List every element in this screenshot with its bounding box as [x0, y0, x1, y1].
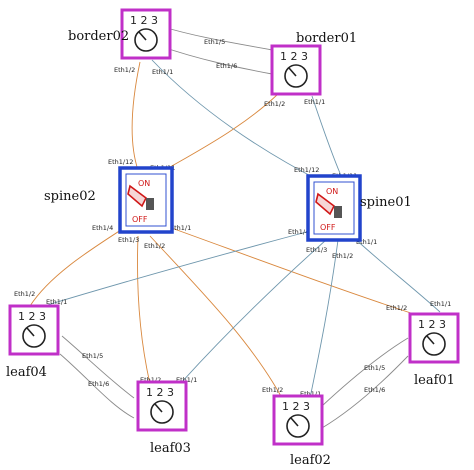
switch-on-label: ON: [138, 179, 150, 188]
port-leaf02-eth1-2: Eth1/2: [262, 386, 283, 394]
label-border01: border01: [296, 31, 357, 46]
label-spine01: spine01: [360, 195, 412, 210]
link-border02-spine01: [151, 59, 323, 183]
port-spine01-eth1-3: Eth1/3: [306, 246, 327, 254]
switch-on-label: ON: [326, 187, 338, 196]
link-border02-border01-a: [159, 25, 273, 51]
node-spine02[interactable]: ON OFF: [118, 166, 174, 234]
port-leaf01-eth1-2: Eth1/2: [386, 304, 407, 312]
link-spine02-leaf03: [137, 235, 151, 385]
link-leaf02-leaf01-b: [321, 355, 409, 429]
link-leaf04-leaf03-a: [61, 335, 135, 399]
link-leaf02-leaf01-a: [321, 337, 409, 407]
port-border01-eth1-6: Eth1/6: [216, 62, 237, 70]
node-spine01[interactable]: ON OFF: [306, 174, 362, 242]
link-border01-spine01: [311, 95, 343, 179]
label-leaf04: leaf04: [6, 365, 47, 380]
node-leaf02[interactable]: 1 2 3: [272, 394, 324, 446]
port-leaf01-eth1-5: Eth1/5: [364, 364, 385, 372]
link-border02-spine02: [131, 61, 141, 171]
node-leaf04[interactable]: 1 2 3: [8, 304, 60, 356]
port-leaf04-eth1-5: Eth1/5: [82, 352, 103, 360]
node-border02[interactable]: 1 2 3: [120, 8, 172, 60]
port-spine01-eth1-2: Eth1/2: [332, 252, 353, 260]
port-leaf04-eth1-1: Eth1/1: [46, 298, 67, 306]
link-spine01-leaf01: [351, 235, 441, 313]
port-border01-eth1-2: Eth1/2: [264, 100, 285, 108]
port-leaf01-eth1-1: Eth1/1: [430, 300, 451, 308]
port-spine01-eth1-1: Eth1/1: [356, 238, 377, 246]
port-spine01-eth1-4: Eth1/4: [288, 228, 309, 236]
link-spine02-leaf01: [165, 225, 415, 315]
port-spine02-eth1-12: Eth1/12: [108, 158, 133, 166]
port-leaf01-eth1-6: Eth1/6: [364, 386, 385, 394]
port-leaf04-eth1-6: Eth1/6: [88, 380, 109, 388]
port-labels: Eth1/5 Eth1/1 Eth1/6 Eth1/2 Eth1/2 Eth1/…: [14, 38, 451, 398]
links: [29, 25, 441, 429]
node-leaf03[interactable]: 1 2 3: [136, 380, 188, 432]
port-border02-eth1-2: Eth1/2: [114, 66, 135, 74]
label-border02: border02: [68, 29, 129, 44]
port-border02-eth1-1: Eth1/1: [152, 68, 173, 76]
port-spine02-eth1-3: Eth1/3: [118, 236, 139, 244]
link-spine01-leaf03: [179, 239, 327, 385]
link-border01-spine02: [157, 93, 279, 175]
link-leaf04-leaf03-b: [59, 353, 135, 419]
switch-off-label: OFF: [320, 223, 336, 232]
link-spine02-leaf04: [29, 227, 125, 307]
label-leaf03: leaf03: [150, 441, 191, 456]
link-spine01-leaf04: [43, 229, 315, 307]
dial-label: 1 2 3: [418, 318, 446, 331]
link-spine01-leaf02: [309, 239, 339, 399]
dial-label: 1 2 3: [130, 14, 158, 27]
label-leaf01: leaf01: [414, 373, 455, 388]
port-spine01-eth1-12: Eth1/12: [294, 166, 319, 174]
port-leaf02-eth1-1: Eth1/1: [300, 390, 321, 398]
dial-label: 1 2 3: [282, 400, 310, 413]
link-spine02-leaf02: [149, 235, 283, 399]
port-leaf03-eth1-2: Eth1/2: [140, 376, 161, 384]
label-spine02: spine02: [44, 189, 96, 204]
dial-label: 1 2 3: [146, 386, 174, 399]
port-border01-eth1-1: Eth1/1: [304, 98, 325, 106]
port-leaf03-eth1-1: Eth1/1: [176, 376, 197, 384]
dial-label: 1 2 3: [18, 310, 46, 323]
port-spine02-eth1-4: Eth1/4: [92, 224, 113, 232]
port-border02-eth1-5: Eth1/5: [204, 38, 225, 46]
node-border01[interactable]: 1 2 3: [270, 44, 322, 96]
link-border02-border01-b: [159, 45, 273, 75]
port-spine02-eth1-2: Eth1/2: [144, 242, 165, 250]
dial-label: 1 2 3: [280, 50, 308, 63]
label-leaf02: leaf02: [290, 453, 331, 468]
node-leaf01[interactable]: 1 2 3: [408, 312, 460, 364]
port-leaf04-eth1-2: Eth1/2: [14, 290, 35, 298]
switch-off-label: OFF: [132, 215, 148, 224]
port-spine02-eth1-1: Eth1/1: [170, 224, 191, 232]
